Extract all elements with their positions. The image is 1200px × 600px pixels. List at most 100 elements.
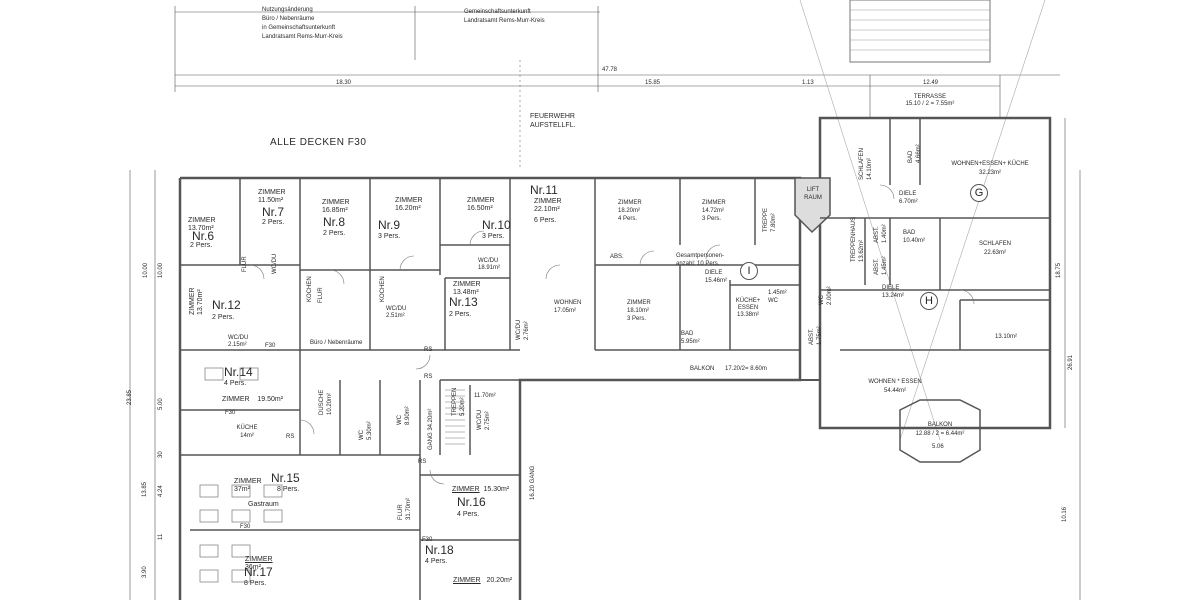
room-area: 17.05m²	[554, 308, 577, 314]
unit-number: Nr.7	[262, 205, 285, 219]
room-name: ZIMMER	[452, 486, 480, 493]
room-name: ZIMMER	[189, 287, 196, 315]
side-dim: 11	[158, 533, 164, 540]
room-area: 13.70m²	[188, 225, 214, 232]
room-area: 6.70m²	[899, 199, 918, 205]
room-area: 13.62m²	[859, 239, 865, 262]
unit-persons: 4 Pers.	[224, 380, 247, 387]
balcony-main-dim: 17.20/2= 8.60m	[725, 366, 767, 372]
office-label: Büro / Nebenräume	[310, 340, 363, 346]
room-area: 22.10m²	[534, 206, 560, 213]
room-area: 14m²	[240, 433, 254, 439]
room-name: ZIMMER	[188, 217, 216, 224]
room-name: BALKON	[927, 422, 953, 428]
room-area: 14.10m²	[867, 157, 873, 180]
room-area: 2.75m²	[485, 411, 491, 430]
header-note-left-line: Büro / Nebenräume	[262, 16, 315, 22]
unit-number: Nr.12	[212, 298, 241, 312]
unit-persons: 2 Pers.	[262, 219, 285, 226]
fire-rating-f30: F30	[240, 524, 251, 530]
room-name: ZIMMER	[627, 300, 651, 306]
side-dim: 10.00	[143, 262, 149, 278]
room-name: FLUR	[398, 504, 404, 520]
room-area: 13.70m²	[197, 289, 204, 315]
unit-persons: 8 Pers.	[277, 486, 300, 493]
room-name: WC	[397, 415, 403, 425]
room-name: DUSCHE	[319, 389, 325, 415]
room-area: 13.48m²	[453, 289, 479, 296]
room-area: 22.63m²	[983, 250, 1006, 256]
room-name: ZIMMER	[234, 478, 262, 485]
dim-right: 12.49	[923, 80, 939, 86]
unit-persons: 2 Pers.	[323, 230, 346, 237]
total-persons-note: Gesamtpersonen- anzahl: 10 Pers.	[676, 252, 724, 268]
unit-number: Nr.17	[244, 565, 273, 579]
unit-number: Nr.15	[271, 471, 300, 485]
room-name: WC	[768, 298, 778, 304]
fire-area-line: AUFSTELLFL.	[530, 122, 576, 129]
room-area: 20.20m²	[486, 577, 513, 584]
room-name: WC	[819, 295, 825, 305]
fire-area-note: FEUERWEHR AUFSTELLFL.	[530, 112, 576, 130]
room-area: 4.66m²	[916, 144, 922, 163]
unit-room-area: ZIMMER 19.50m²	[222, 396, 283, 404]
room-name: Gastraum	[248, 501, 279, 508]
unit-number: Nr.6	[192, 229, 215, 243]
abs-label: ABS.	[610, 254, 624, 260]
room-area: 37m²	[234, 486, 250, 493]
lift-label-line: RAUM	[804, 195, 822, 201]
room-name: ESSEN	[737, 305, 759, 311]
unit-persons: 2 Pers.	[212, 314, 235, 321]
room-name: TREPPEN	[452, 387, 458, 416]
room-name: WC/DU	[228, 335, 249, 341]
header-note-left-line: Landratsamt Rems-Murr-Kreis	[262, 34, 343, 40]
unit-number: Nr.16	[457, 495, 486, 509]
side-dim: 10.00	[158, 262, 164, 278]
total-persons-line: Gesamtpersonen-	[676, 253, 725, 259]
dim-total: 47.78	[602, 67, 618, 73]
unit-marker-h: H	[920, 292, 938, 310]
balcony-dim: 5.06	[932, 444, 944, 450]
side-dim: 10.16	[1062, 506, 1068, 522]
room-label: ABST.1.45m²	[873, 256, 889, 275]
room-area: 2.15m²	[228, 342, 247, 348]
unit-number: Nr.9	[378, 218, 401, 232]
ceiling-note: ALLE DECKEN F30	[270, 137, 367, 148]
unit-room-area: ZIMMER 20.20m²	[453, 577, 512, 585]
unit-marker-g: G	[970, 184, 988, 202]
header-note-left-line: Nutzungsänderung	[262, 7, 313, 13]
room-name: ZIMMER	[534, 198, 562, 205]
room-name: ABST.	[874, 226, 880, 243]
header-note-right: Gemeinschaftsunterkunft Landratsamt Rems…	[464, 8, 545, 26]
room-area: 31.70m²	[406, 497, 412, 520]
room-name: ZIMMER	[322, 199, 350, 206]
fire-rating-f30: F30	[265, 343, 276, 349]
corridor-label-2: 16.20 GANG	[530, 465, 536, 500]
side-dim: 18.75	[1056, 262, 1062, 278]
lift-label: LIFT RAUM	[802, 186, 824, 202]
header-note-left: Nutzungsänderung Büro / Nebenräume in Ge…	[262, 6, 343, 42]
room-name: TREPPENHAUS	[851, 216, 857, 262]
unit-persons: 2 Pers.	[190, 242, 213, 249]
smoke-door-rs: RS	[424, 374, 433, 380]
room-name: WC/DU	[477, 409, 483, 430]
